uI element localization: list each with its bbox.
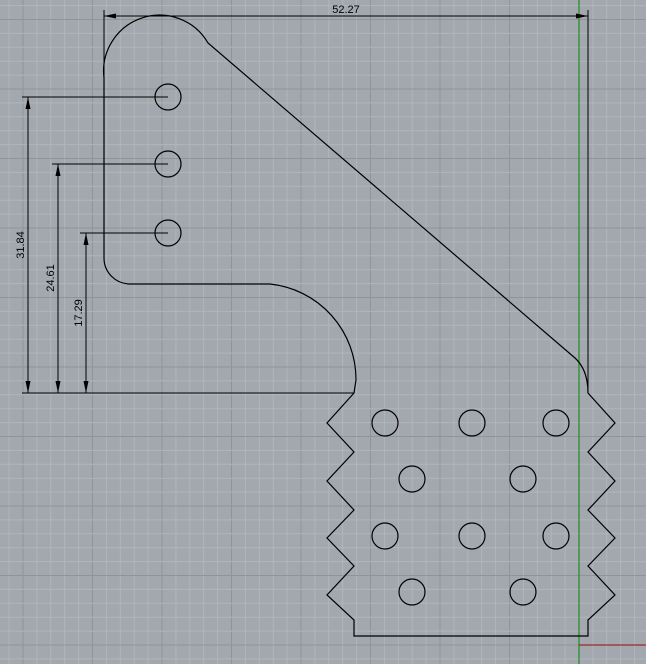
arrowhead-top	[83, 233, 89, 245]
dimension-hole-2[interactable]	[52, 163, 168, 393]
arrowhead-top	[55, 164, 61, 176]
arrowhead-bottom	[25, 381, 31, 393]
pattern-hole[interactable]	[542, 522, 570, 550]
arrowhead-right	[576, 13, 588, 19]
pattern-hole[interactable]	[509, 465, 537, 493]
pattern-hole[interactable]	[542, 409, 570, 437]
arrowhead-left	[104, 13, 116, 19]
dimension-hole-2-label[interactable]: 24.61	[45, 264, 57, 292]
pattern-hole[interactable]	[398, 578, 426, 606]
dimension-hole-3[interactable]	[80, 232, 168, 393]
pattern-hole[interactable]	[458, 522, 486, 550]
dimension-hole-1-label[interactable]: 31.84	[15, 231, 27, 259]
pattern-hole[interactable]	[371, 409, 399, 437]
dimension-hole-3-label[interactable]: 17.29	[73, 299, 85, 327]
arrowhead-top	[25, 97, 31, 109]
arrowhead-bottom	[55, 381, 61, 393]
bracket-outline[interactable]	[102, 14, 616, 637]
pattern-hole[interactable]	[458, 409, 486, 437]
dimension-hole-1[interactable]	[22, 96, 168, 393]
dimension-width-label[interactable]: 52.27	[332, 4, 360, 16]
hole-pattern	[371, 409, 570, 606]
pattern-hole[interactable]	[509, 578, 537, 606]
pattern-hole[interactable]	[398, 465, 426, 493]
pattern-hole[interactable]	[371, 522, 399, 550]
dimension-width[interactable]	[103, 10, 589, 393]
arrowhead-bottom	[83, 381, 89, 393]
